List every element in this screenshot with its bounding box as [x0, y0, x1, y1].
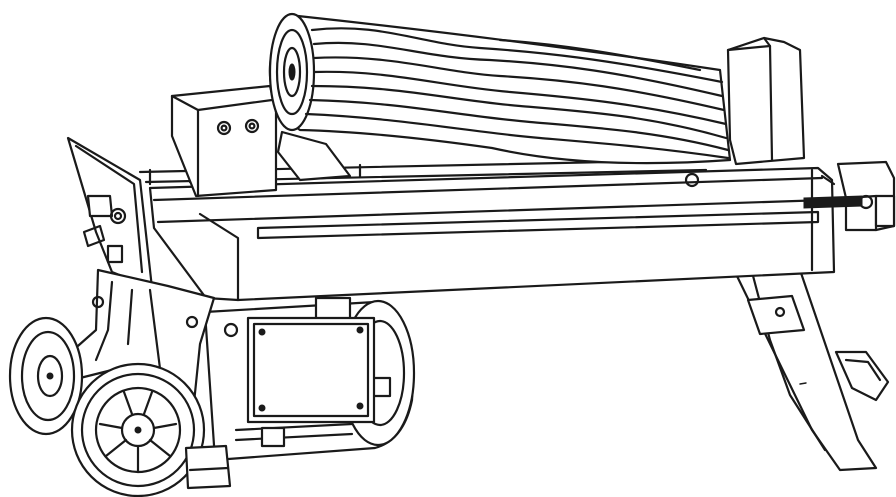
electric-motor	[190, 296, 416, 462]
splitting-wedge	[726, 36, 806, 166]
left-wheel	[8, 316, 84, 436]
pushing-plate	[170, 84, 278, 198]
beam-slot	[256, 210, 820, 240]
log	[268, 12, 732, 182]
base-foot	[184, 444, 232, 490]
motor-junction-box	[246, 316, 376, 424]
control-knob	[109, 207, 127, 225]
right-wheel	[70, 362, 206, 497]
rail-bolt	[684, 172, 700, 188]
rear-support-leg	[733, 268, 890, 472]
main-beam	[138, 158, 836, 302]
front-guard	[66, 136, 154, 290]
rear-end-cap	[803, 160, 896, 232]
